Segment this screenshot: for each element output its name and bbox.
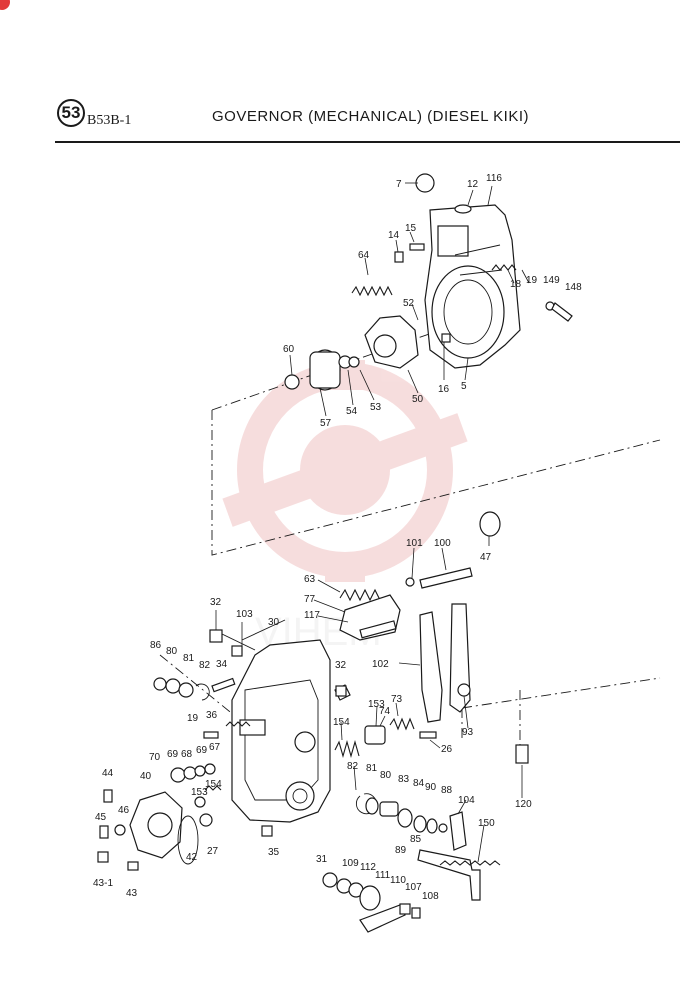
callout-label: 88 xyxy=(441,785,453,796)
callout-label: 101 xyxy=(406,538,423,549)
callout-label: 19 xyxy=(526,275,538,286)
callout-label: 102 xyxy=(372,659,389,670)
callout-label: 19 xyxy=(187,713,199,724)
callout-label: 100 xyxy=(434,538,451,549)
callout-label: 84 xyxy=(413,778,425,789)
page-title: GOVERNOR (MECHANICAL) (DIESEL KIKI) xyxy=(212,108,529,125)
callout-label: 154 xyxy=(333,717,350,728)
callout-label: 68 xyxy=(181,749,193,760)
callout-label: 52 xyxy=(403,298,415,309)
callout-label: 93 xyxy=(462,727,474,738)
callout-label: 16 xyxy=(438,384,450,395)
callout-label: 109 xyxy=(342,858,359,869)
left-cover xyxy=(129,791,199,865)
callout-label: 15 xyxy=(405,223,417,234)
page-code: B53B-1 xyxy=(87,113,132,128)
callout-label: 35 xyxy=(268,847,280,858)
corner-badge xyxy=(0,0,10,10)
callout-label: 112 xyxy=(360,862,376,873)
callout-label: 89 xyxy=(395,845,407,856)
callout-label: 69 xyxy=(196,745,208,756)
callout-label: 153 xyxy=(368,699,385,710)
callout-label: 108 xyxy=(422,891,439,902)
callout-label: 43 xyxy=(126,888,138,899)
governor-cover xyxy=(415,173,521,369)
lower-shaft-parts xyxy=(355,793,501,901)
callout-label: 40 xyxy=(140,771,152,782)
callout-label: 30 xyxy=(268,617,280,628)
callout-label: 70 xyxy=(149,752,161,763)
left-small-parts xyxy=(97,677,251,871)
callout-label: 57 xyxy=(320,418,332,429)
callout-label: 14 xyxy=(388,230,400,241)
callout-label: 149 xyxy=(543,275,560,286)
callout-label: 54 xyxy=(346,406,358,417)
callout-label: 85 xyxy=(410,834,422,845)
callout-label: 32 xyxy=(210,597,222,608)
callout-label: 103 xyxy=(236,609,253,620)
callout-label: 64 xyxy=(358,250,370,261)
callout-label: 82 xyxy=(199,660,211,671)
callout-label: 63 xyxy=(304,574,316,585)
callout-label: 150 xyxy=(478,818,495,829)
page-number-circle: 53 xyxy=(57,99,85,127)
callout-label: 31 xyxy=(316,854,328,865)
governor-housing xyxy=(209,629,351,823)
callout-label: 36 xyxy=(206,710,218,721)
callout-label: 116 xyxy=(486,173,502,184)
leader-lines xyxy=(215,182,530,863)
lever-assembly-upper xyxy=(339,511,501,641)
callout-label: 80 xyxy=(166,646,178,657)
bolts xyxy=(231,619,347,837)
callout-layer: 7 12 116 15 14 64 18 19 149 148 52 60 16 5 50 53 54 57 47 1… xyxy=(93,173,582,902)
cover-screws xyxy=(394,243,573,343)
callout-label: 77 xyxy=(304,594,316,605)
exploded-parts-diagram: VIHEM xyxy=(93,173,661,933)
callout-label: 43-1 xyxy=(93,878,113,889)
callout-label: 47 xyxy=(480,552,492,563)
page-number: 53 xyxy=(61,103,81,122)
callout-label: 34 xyxy=(216,659,228,670)
callout-label: 50 xyxy=(412,394,424,405)
callout-label: 83 xyxy=(398,774,410,785)
callout-label: 120 xyxy=(515,799,532,810)
callout-label: 7 xyxy=(396,179,402,190)
callout-label: 117 xyxy=(304,610,320,621)
callout-label: 111 xyxy=(375,870,391,881)
page-header: 53 B53B-1 GOVERNOR (MECHANICAL) (DIESEL … xyxy=(0,0,688,150)
callout-label: 74 xyxy=(379,706,391,717)
callout-label: 104 xyxy=(458,795,475,806)
callout-label: 18 xyxy=(510,279,522,290)
callout-label: 81 xyxy=(366,763,378,774)
callout-label: 12 xyxy=(467,179,479,190)
callout-label: 60 xyxy=(283,344,295,355)
spring-64 xyxy=(351,285,393,297)
callout-label: 110 xyxy=(390,875,406,886)
callout-label: 80 xyxy=(380,770,392,781)
callout-label: 44 xyxy=(102,768,114,779)
callout-label: 69 xyxy=(167,749,179,760)
callout-label: 42 xyxy=(186,852,198,863)
callout-label: 53 xyxy=(370,402,382,413)
callout-label: 86 xyxy=(150,640,162,651)
callout-label: 27 xyxy=(207,846,219,857)
callout-label: 32 xyxy=(335,660,347,671)
callout-label: 154 xyxy=(205,779,222,790)
callout-label: 67 xyxy=(209,742,221,753)
lever-assembly-right xyxy=(419,603,529,764)
callout-label: 45 xyxy=(95,812,107,823)
shaft-parts xyxy=(334,717,437,759)
callout-label: 46 xyxy=(118,805,130,816)
callout-label: 148 xyxy=(565,282,582,293)
callout-label: 5 xyxy=(461,381,467,392)
title-rule xyxy=(55,141,680,143)
callout-label: 107 xyxy=(405,882,422,893)
callout-label: 26 xyxy=(441,744,453,755)
callout-label: 153 xyxy=(191,787,208,798)
bottom-parts xyxy=(322,872,421,933)
callout-label: 82 xyxy=(347,761,359,772)
callout-label: 73 xyxy=(391,694,403,705)
callout-label: 90 xyxy=(425,782,437,793)
callout-label: 81 xyxy=(183,653,195,664)
